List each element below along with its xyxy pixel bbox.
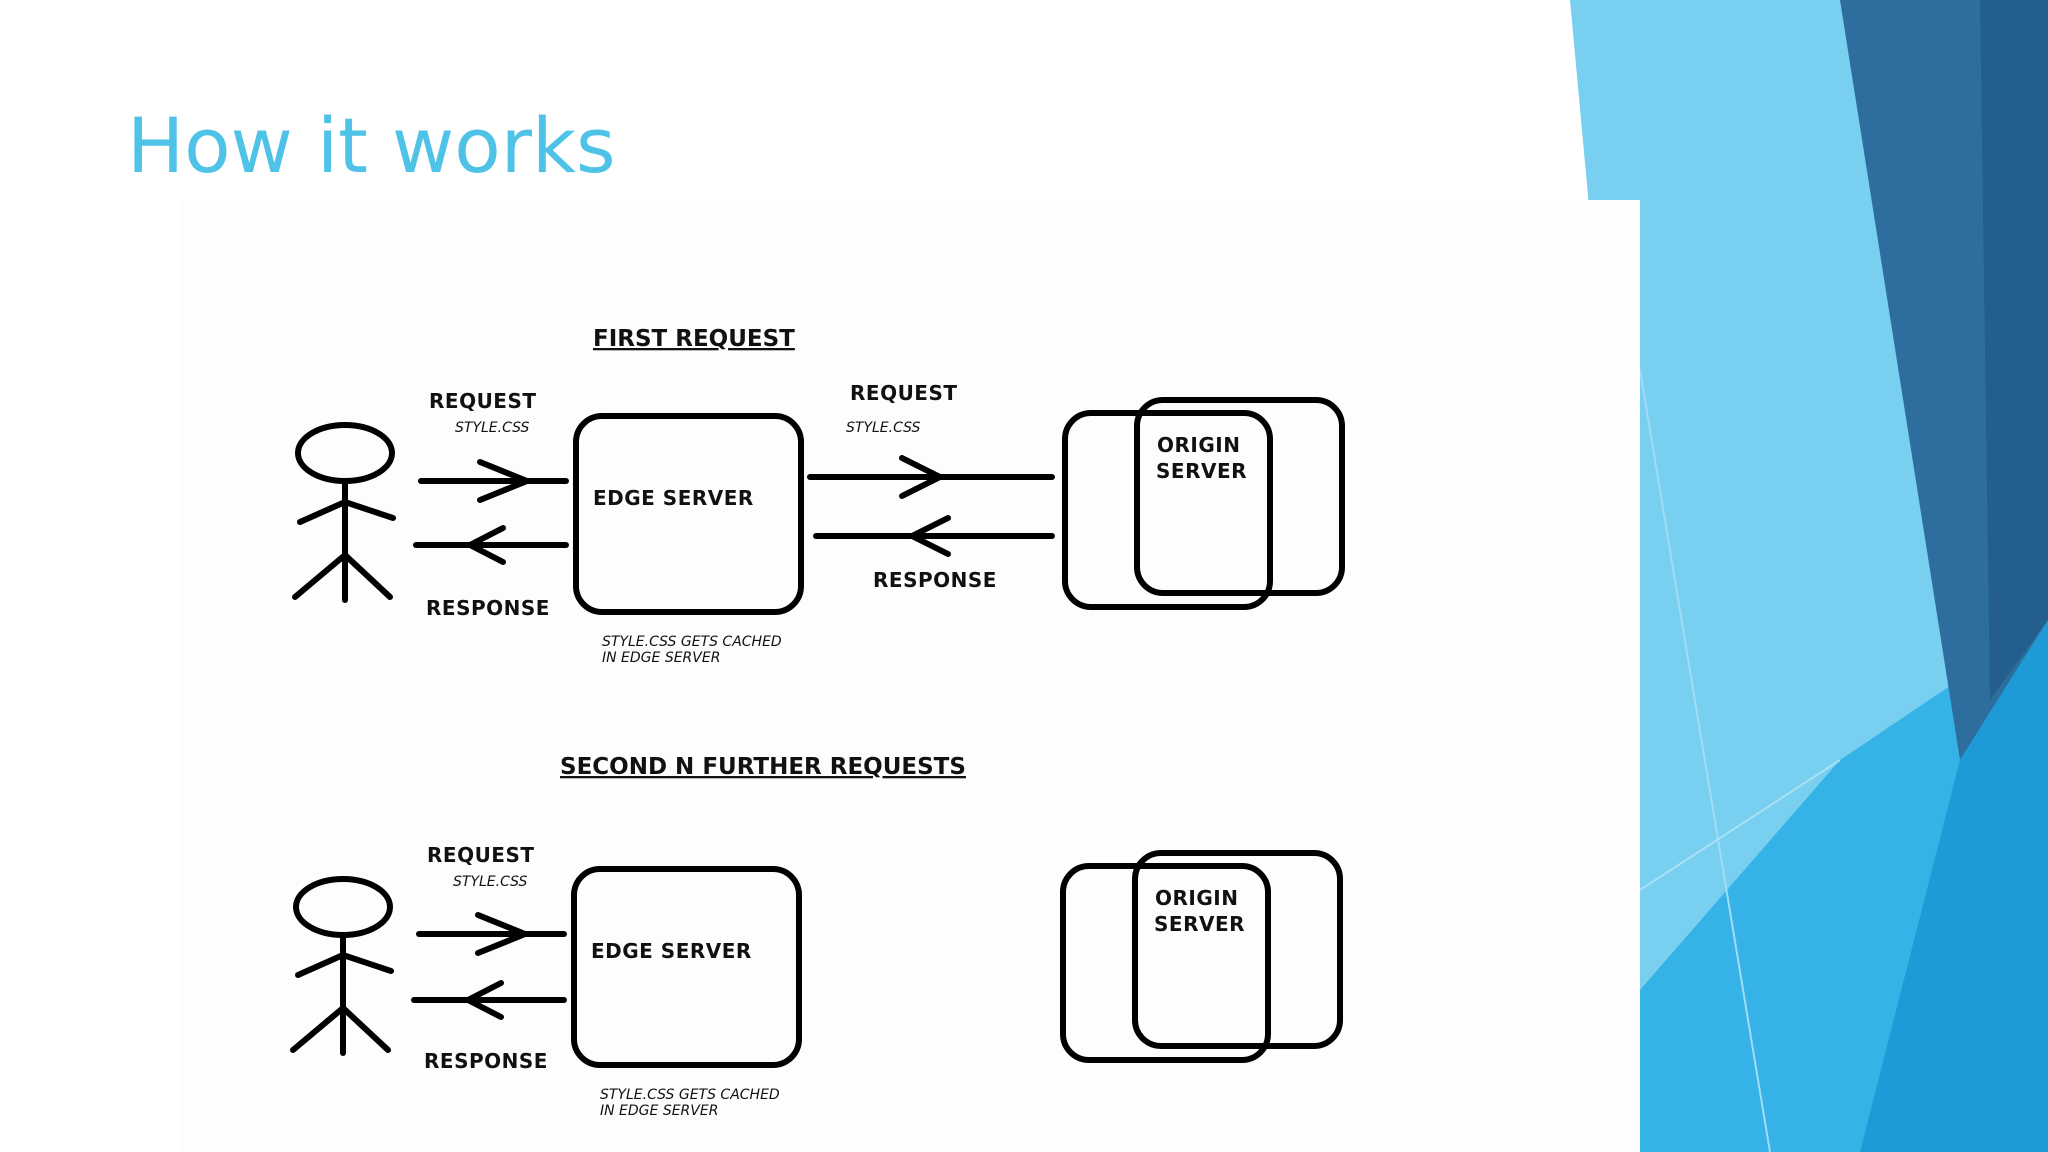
first-client-request-file: STYLE.CSS [455, 420, 530, 436]
first-origin-server [1062, 397, 1345, 610]
second-origin-server-front [1132, 850, 1343, 1049]
client-1-leg-left [292, 552, 348, 600]
second-client-response-arrow [411, 980, 567, 1020]
first-client-response-label: RESPONSE [426, 596, 550, 620]
client-2-arm-left [295, 952, 346, 978]
client-2-arm-right [340, 952, 394, 974]
decor-blue-shard [1860, 620, 2048, 1152]
decor-line-2 [1639, 369, 1771, 1152]
first-client-request-arrow [418, 459, 569, 503]
first-client-request-label: REQUEST [429, 389, 537, 413]
diagram-panel [180, 200, 1640, 1152]
first-origin-request-file: STYLE.CSS [846, 420, 921, 436]
first-edge-server-label: EDGE SERVER [593, 486, 754, 510]
second-client-request-arrow [416, 912, 567, 956]
first-origin-server-front [1134, 397, 1345, 596]
first-origin-label-line2: SERVER [1156, 459, 1247, 483]
client-figure-2 [290, 876, 394, 1056]
second-client-response-label: RESPONSE [424, 1049, 548, 1073]
first-cache-note-line1: STYLE.CSS GETS CACHED [602, 634, 782, 650]
second-cache-note-line1: STYLE.CSS GETS CACHED [600, 1087, 780, 1103]
first-origin-request-label: REQUEST [850, 381, 958, 405]
first-edge-server-box [573, 413, 804, 615]
first-cache-note-line2: IN EDGE SERVER [602, 650, 720, 666]
first-origin-request-arrow [807, 455, 1055, 499]
second-client-request-label: REQUEST [427, 843, 535, 867]
second-cache-note-line2: IN EDGE SERVER [600, 1103, 718, 1119]
client-2-leg-left [290, 1005, 346, 1053]
client-1-arm-left [297, 499, 348, 525]
client-2-leg-right [340, 1005, 391, 1053]
second-origin-label-line2: SERVER [1154, 912, 1245, 936]
second-edge-server-label: EDGE SERVER [591, 939, 752, 963]
slide-decoration [1570, 0, 2048, 1152]
decor-deep-shard [1980, 0, 2048, 700]
client-figure-1 [292, 422, 396, 603]
first-request-heading: FIRST REQUEST [593, 326, 795, 352]
second-request-heading: SECOND N FURTHER REQUESTS [560, 754, 966, 780]
first-origin-label-line1: ORIGIN [1157, 433, 1240, 457]
first-origin-response-arrow [813, 515, 1055, 557]
second-edge-server-box [571, 866, 802, 1068]
client-1-head [295, 422, 395, 484]
second-origin-server [1060, 850, 1343, 1063]
decor-line-3 [1639, 759, 1841, 891]
first-origin-server-back [1062, 410, 1273, 610]
first-client-response-arrow [413, 525, 569, 565]
client-2-head [293, 876, 393, 938]
first-origin-response-label: RESPONSE [873, 568, 997, 592]
second-origin-label-line1: ORIGIN [1155, 886, 1238, 910]
second-origin-server-back [1060, 863, 1271, 1063]
slide-title: How it works [127, 101, 616, 190]
client-1-arm-right [342, 499, 396, 521]
second-client-request-file: STYLE.CSS [453, 874, 528, 890]
client-1-leg-right [342, 552, 393, 600]
